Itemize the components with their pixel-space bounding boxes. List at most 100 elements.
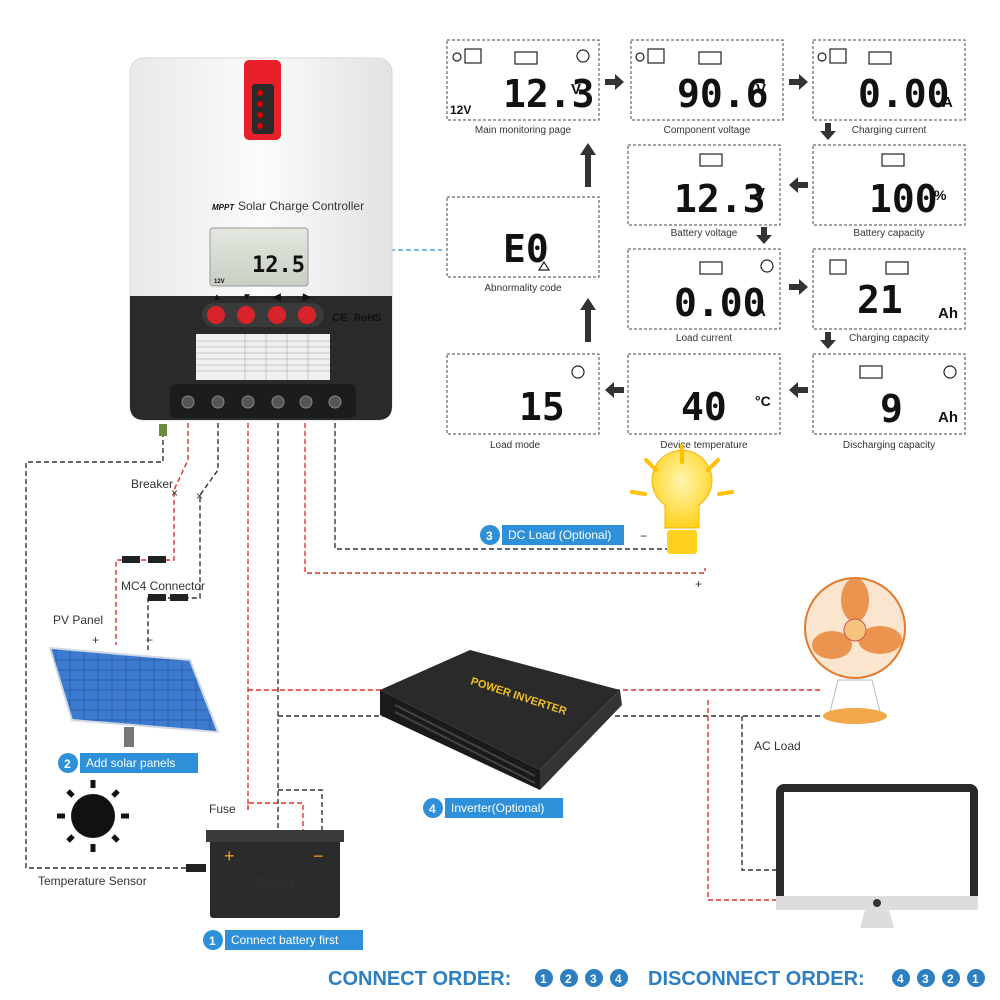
temperature-sensor-label: Temperature Sensor — [38, 874, 147, 888]
screen-values: 12.3 V 12V 90.6 V 0.00 A 12.3 V 100 % E0… — [450, 72, 958, 431]
ac-red-wire-monitor — [707, 700, 780, 901]
breaker-mark-2: × — [196, 489, 203, 503]
screen-box-discharging-capacity — [812, 353, 966, 435]
controller-subtitle: Solar Charge Controller — [238, 199, 364, 213]
btn-glyph-right: ▶ — [302, 292, 312, 303]
caption-battery-voltage: Battery voltage — [671, 228, 738, 239]
caption-charging-capacity: Charging capacity — [849, 333, 929, 344]
btn-glyph-down: ▼ — [242, 292, 252, 303]
pv-plus-label: + — [92, 633, 99, 647]
light-bulb-icon — [630, 444, 734, 554]
battery-icon — [699, 153, 723, 167]
battery-icon — [859, 365, 883, 379]
disconnect-order-label: DISCONNECT ORDER: — [648, 968, 865, 990]
svg-text:3: 3 — [590, 972, 597, 986]
fuse-label: Fuse — [209, 802, 236, 816]
caption-load-current: Load current — [676, 333, 732, 344]
controller-lcd-12v: 12V — [214, 279, 225, 285]
sun-panel-icon — [452, 48, 482, 64]
step-3-label: DC Load (Optional) — [508, 528, 611, 542]
screen-box-component-voltage — [630, 39, 784, 121]
svg-text:1: 1 — [972, 972, 979, 986]
screen-box-device-temperature — [627, 353, 781, 435]
rohs-mark: RoHS — [354, 313, 382, 324]
fan-icon — [804, 577, 906, 724]
wires — [25, 415, 820, 901]
warning-icon — [537, 260, 551, 271]
svg-text:2: 2 — [64, 757, 71, 771]
screen-box-load-mode — [446, 353, 600, 435]
svg-text:2: 2 — [947, 972, 954, 986]
caption-discharging-capacity: Discharging capacity — [843, 440, 935, 451]
controller-button-up[interactable] — [207, 306, 225, 324]
screen-box-abnormality-code — [446, 196, 600, 278]
screen-main-value: 12.3 — [503, 72, 595, 116]
svg-text:1: 1 — [540, 972, 547, 986]
bulb-icon — [576, 49, 590, 63]
step-1-connect-battery: 1 Connect battery first — [203, 930, 363, 950]
disconnect-order-seq: 4 3 2 1 — [892, 969, 985, 987]
screen-charging-capacity-value: 21 — [857, 278, 903, 322]
screen-abnormality-code-value: E0 — [503, 227, 549, 271]
screen-charging-current-value: 0.00 — [858, 72, 950, 116]
breaker-label: Breaker — [131, 477, 173, 491]
caption-main: Main monitoring page — [475, 125, 572, 136]
battery: + − Battery — [186, 830, 344, 918]
fuse-black-wire — [278, 789, 323, 830]
screen-load-mode-value: 15 — [519, 385, 565, 429]
svg-text:2: 2 — [565, 972, 572, 986]
dc-load-plus: + — [695, 577, 702, 591]
screen-icons — [452, 48, 957, 379]
svg-text:4: 4 — [897, 972, 904, 986]
screen-arrows — [580, 74, 836, 398]
dc-load-minus: − — [640, 529, 647, 543]
svg-text:1: 1 — [209, 934, 216, 948]
controller-brand: MPPT — [212, 203, 235, 212]
battery-icon — [885, 261, 909, 275]
step-3-dc-load: 3 DC Load (Optional) — [480, 525, 624, 545]
bulb-icon — [760, 259, 774, 273]
pv-negative-wire — [147, 415, 219, 650]
caption-abnormality-code: Abnormality code — [484, 283, 562, 294]
screen-load-current-unit: A — [755, 303, 766, 320]
sun-panel-icon — [817, 48, 847, 64]
step-4-label: Inverter(Optional) — [451, 801, 544, 815]
controller-button-down[interactable] — [237, 306, 255, 324]
screen-box-battery-voltage — [627, 144, 781, 226]
controller-button-right[interactable] — [298, 306, 316, 324]
caption-load-mode: Load mode — [490, 440, 540, 451]
inverter: POWER INVERTER — [380, 650, 622, 790]
load-negative-wire — [334, 415, 668, 550]
battery-icon — [881, 153, 905, 167]
screen-discharging-capacity-unit: Ah — [938, 409, 958, 426]
battery-icon — [514, 51, 538, 65]
svg-text:3: 3 — [922, 972, 929, 986]
btn-glyph-up: ▲ — [212, 292, 222, 303]
screen-battery-capacity-value: 100 — [869, 177, 938, 221]
screen-battery-voltage-unit: V — [755, 185, 765, 202]
mc4-connectors — [122, 556, 188, 601]
btn-glyph-left: ◀ — [272, 292, 281, 303]
controller-button-left[interactable] — [268, 306, 286, 324]
battery-icon — [698, 51, 722, 65]
screen-component-voltage-unit: V — [756, 81, 766, 98]
connect-order-label: CONNECT ORDER: — [328, 968, 511, 990]
battery-icon — [868, 51, 892, 65]
screen-device-temperature-unit: °C — [755, 393, 771, 409]
screen-panels — [446, 39, 966, 435]
controller-lcd-value: 12.5 — [252, 253, 305, 278]
connect-order-seq: 1 2 3 4 — [535, 969, 628, 987]
pv-panel — [48, 646, 220, 747]
pv-positive-wire — [115, 415, 189, 645]
screen-main-unit: V — [571, 81, 581, 98]
svg-text:4: 4 — [615, 972, 622, 986]
svg-text:4: 4 — [429, 802, 436, 816]
screen-battery-capacity-unit: % — [934, 187, 947, 203]
charge-controller: MPPT Solar Charge Controller 12.5 12V ▲ … — [129, 57, 393, 436]
order-footer: CONNECT ORDER: 1 2 3 4 DISCONNECT ORDER:… — [328, 968, 985, 990]
sun-panel-icon — [635, 48, 665, 64]
sun-icon — [57, 780, 129, 852]
pv-minus-label: − — [146, 633, 153, 647]
pv-panel-label: PV Panel — [53, 613, 103, 627]
